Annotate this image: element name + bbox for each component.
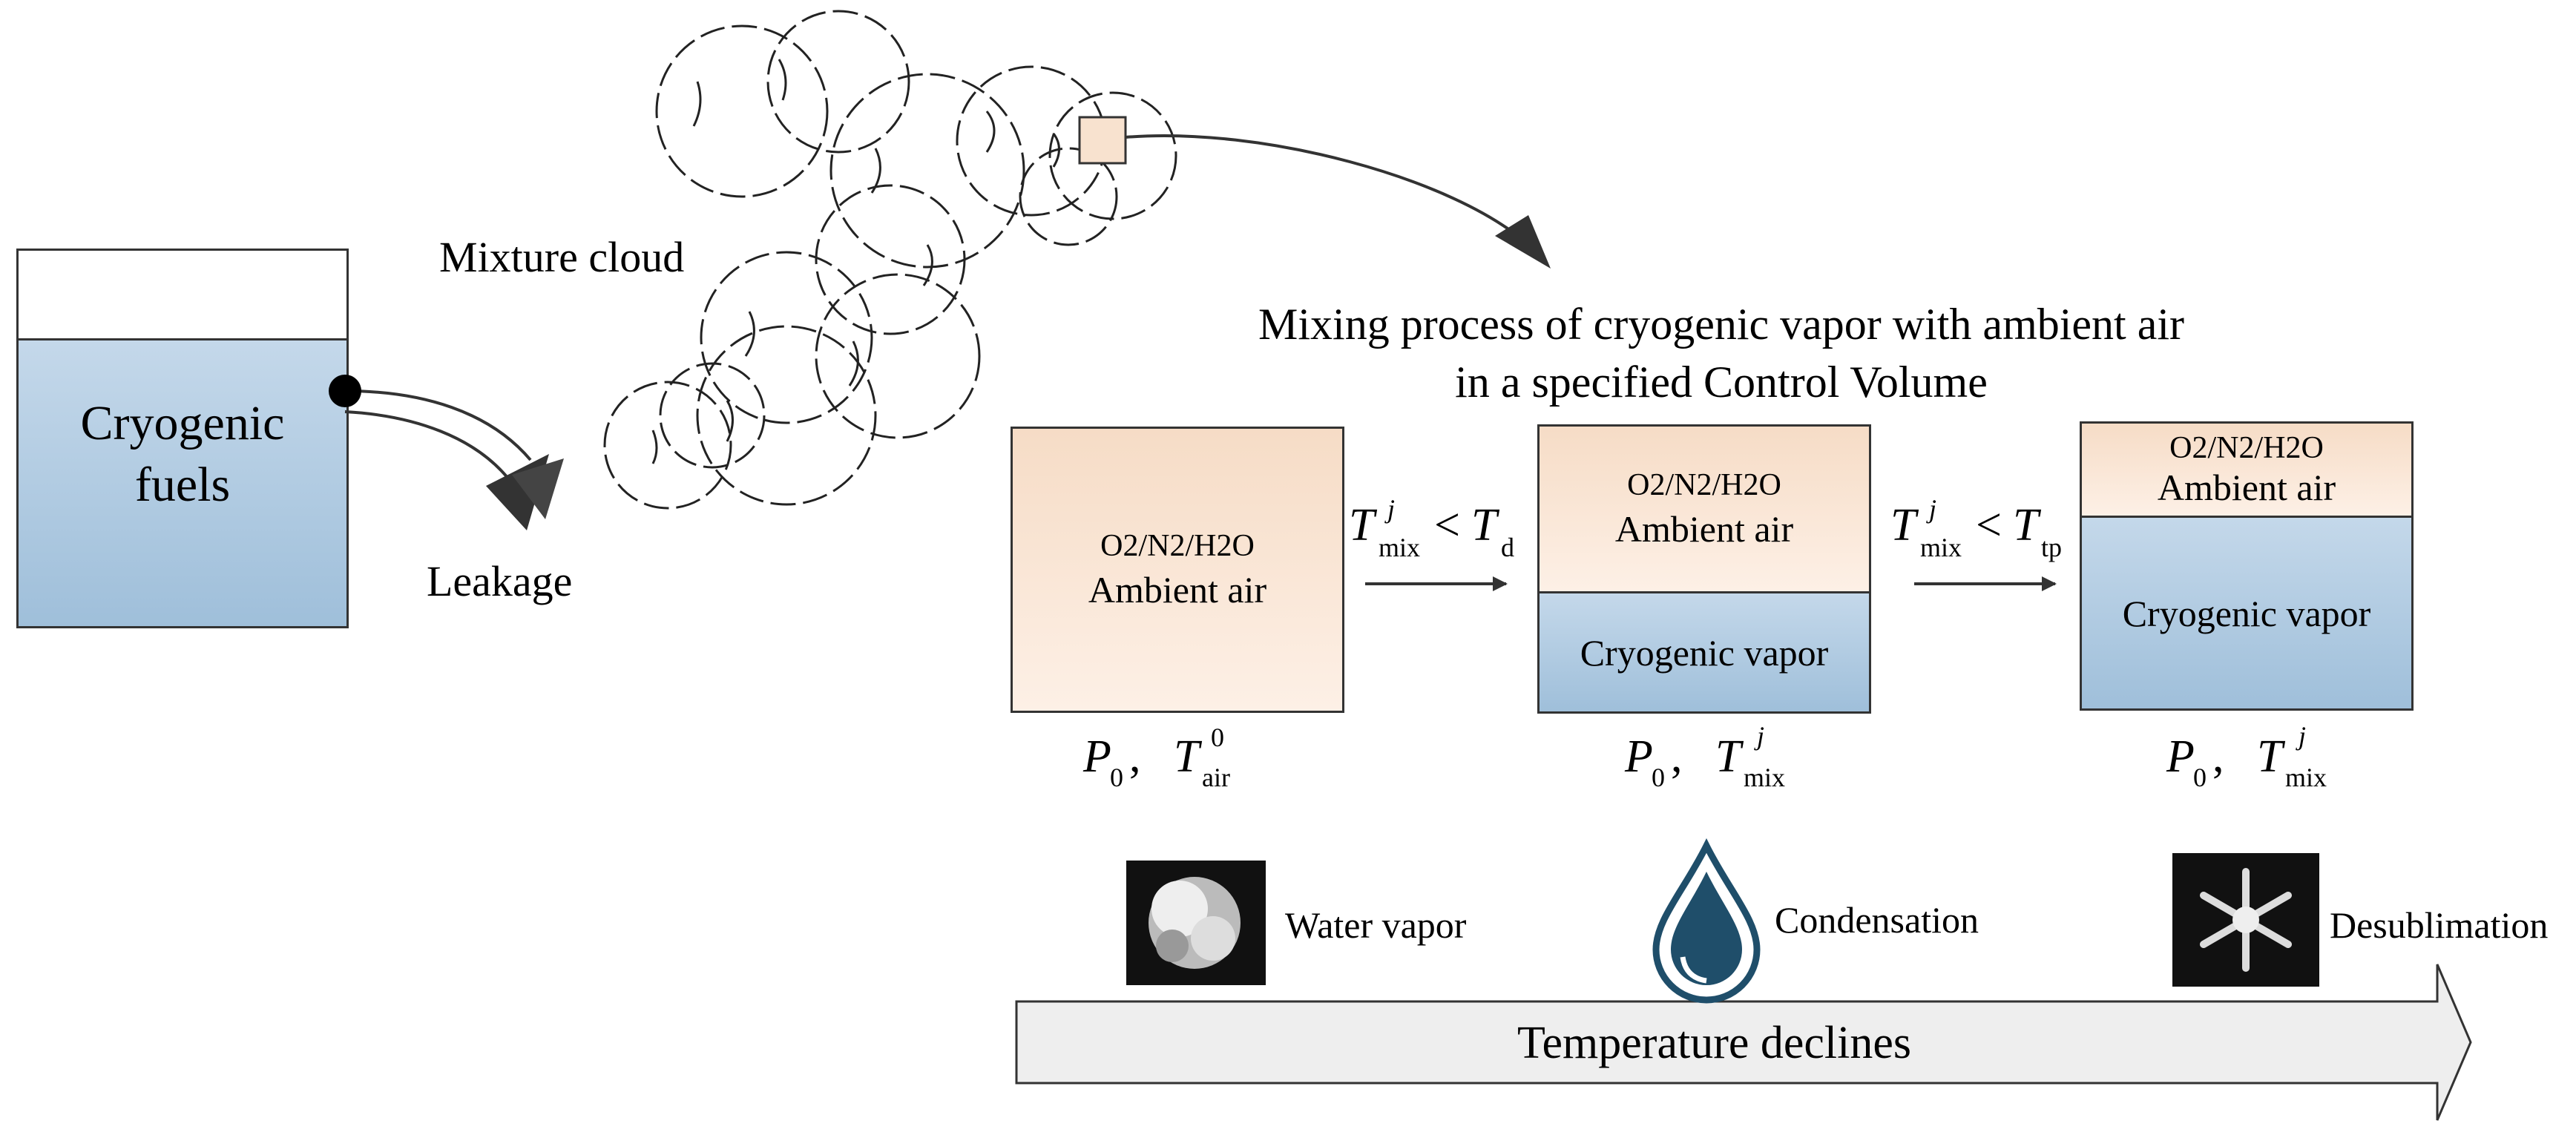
ambient-air-label: Ambient air <box>1088 569 1267 611</box>
control-volume-sample <box>1078 116 1127 165</box>
temperature-arrow <box>1015 964 2472 1121</box>
process-title: Mixing process of cryogenic vapor with a… <box>1258 300 2184 407</box>
cryogenic-vapor-layer: Cryogenic vapor <box>2082 516 2411 708</box>
mixture-cloud-label: Mixture cloud <box>439 233 685 281</box>
triple-point-condition: T j mix < T tp <box>1890 494 2063 562</box>
leak-point <box>329 375 361 407</box>
cryogenic-vapor-label: Cryogenic vapor <box>1580 631 1829 674</box>
condensation-label: Condensation <box>1775 899 1979 941</box>
leakage-label: Leakage <box>427 557 573 605</box>
leakage-arrow <box>344 389 564 530</box>
desublimation-label: Desublimation <box>2330 904 2549 946</box>
temperature-declines-label: Temperature declines <box>1517 1018 1911 1068</box>
cryogenic-vapor-layer: Cryogenic vapor <box>1540 591 1869 711</box>
control-volume-condensation: O2/N2/H2O Ambient air Cryogenic vapor <box>1537 424 1871 714</box>
ambient-air-layer: O2/N2/H2O Ambient air <box>1540 427 1869 591</box>
to-cv-arrowhead <box>1495 215 1551 269</box>
gas-species-label: O2/N2/H2O <box>1627 468 1781 502</box>
desublimation-state-label: P 0 , T j mix <box>2166 721 2327 792</box>
control-volume-initial: O2/N2/H2O Ambient air <box>1011 427 1344 713</box>
ambient-air-layer: O2/N2/H2O Ambient air <box>2082 424 2411 516</box>
dew-point-condition: T j mix < T d <box>1349 494 1514 562</box>
gas-species-label: O2/N2/H2O <box>1100 529 1255 563</box>
gas-species-label: O2/N2/H2O <box>2169 431 2324 465</box>
ambient-air-label: Ambient air <box>1614 508 1794 550</box>
condensation-state-label: P 0 , T j mix <box>1625 721 1786 792</box>
water-vapor-label: Water vapor <box>1285 904 1467 946</box>
mixture-cloud <box>603 10 1177 510</box>
tank-label: Cryogenic fuels <box>80 396 285 512</box>
cryogenic-vapor-label: Cryogenic vapor <box>2122 592 2371 634</box>
control-volume-desublimation: O2/N2/H2O Ambient air Cryogenic vapor <box>2080 421 2414 711</box>
cryogenic-fuel-tank <box>16 249 349 628</box>
initial-state-label: P 0 , T 0 air <box>1083 723 1230 792</box>
ambient-air-label: Ambient air <box>2157 467 2336 508</box>
condensation-drop-icon <box>1652 838 1761 1004</box>
tank-liquid <box>19 338 346 626</box>
desublimation-snowflake-image <box>2172 853 2319 987</box>
